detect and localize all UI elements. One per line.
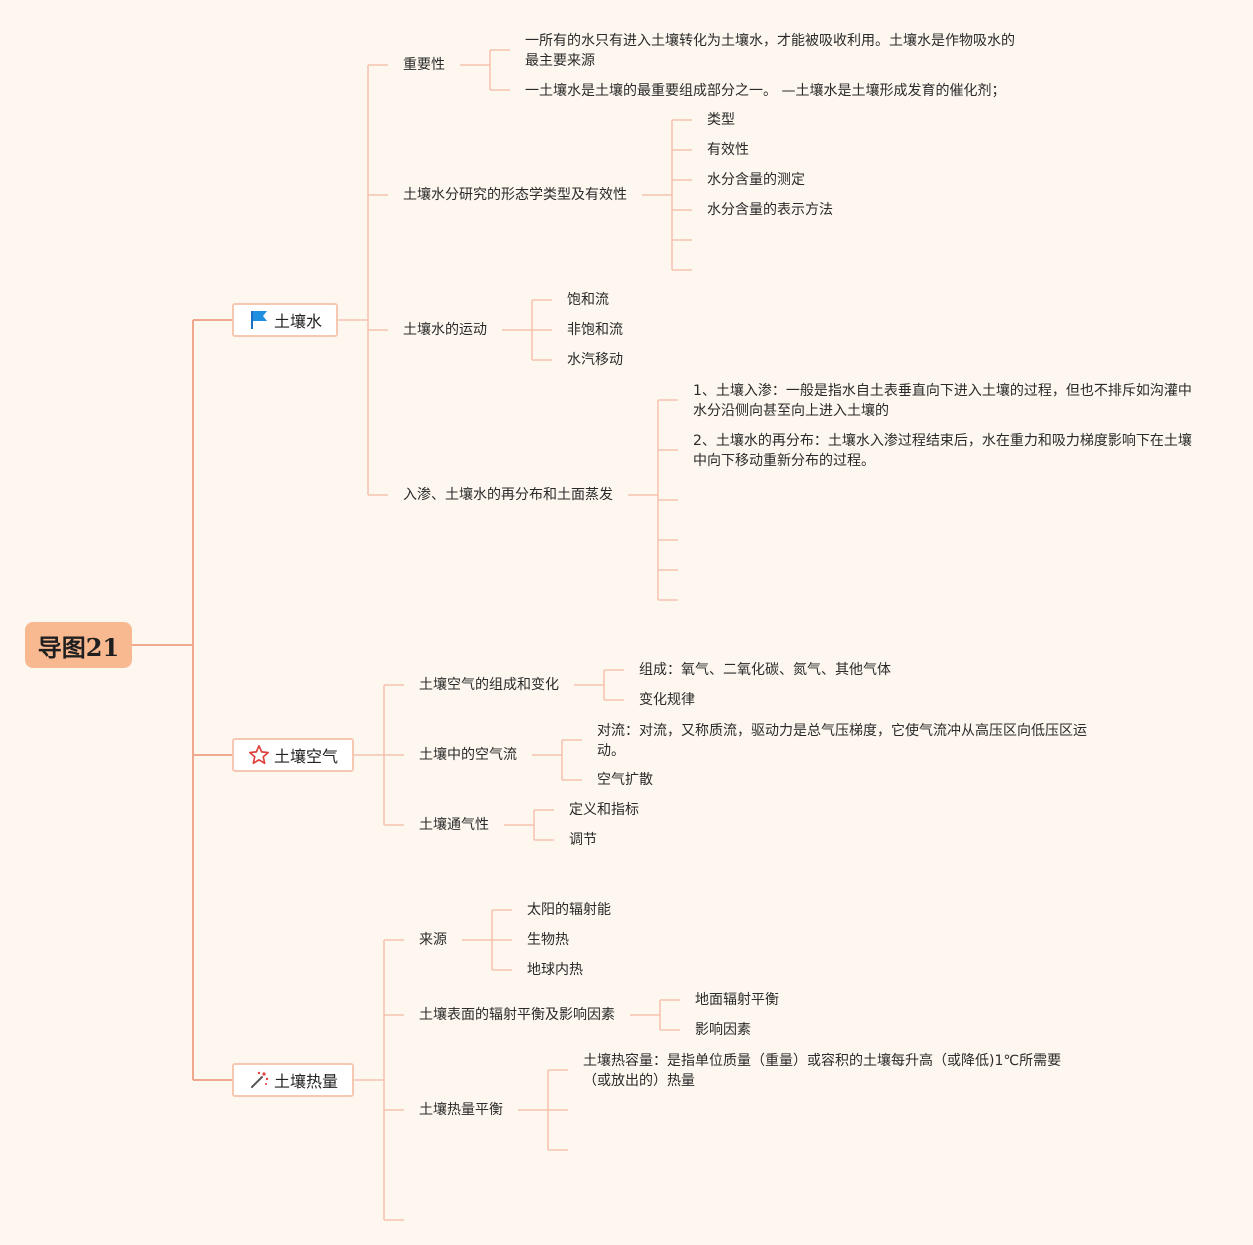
leaf-composition[interactable]: 组成：氧气、二氧化碳、氮气、其他气体 bbox=[639, 662, 891, 678]
subtopic-water-movement[interactable]: 土壤水的运动 bbox=[403, 322, 487, 338]
subtopic-heat-source[interactable]: 来源 bbox=[419, 932, 447, 948]
leaf-infiltration[interactable]: 1、土壤入渗：一般是指水自土表垂直向下进入土壤的过程，但也不排斥如沟灌中水分沿侧… bbox=[693, 383, 1192, 419]
main-node-label: 土壤热量 bbox=[273, 1072, 338, 1091]
leaf-earth-internal-heat[interactable]: 地球内热 bbox=[527, 962, 583, 978]
leaf-solar-radiation[interactable]: 太阳的辐射能 bbox=[527, 902, 611, 918]
flag-icon bbox=[248, 309, 270, 331]
subtopic-radiation-balance[interactable]: 土壤表面的辐射平衡及影响因素 bbox=[419, 1007, 615, 1023]
sparkle-wand-icon bbox=[248, 1069, 270, 1091]
subtopic-air-composition[interactable]: 土壤空气的组成和变化 bbox=[419, 677, 559, 693]
root-node[interactable]: 导图21 bbox=[25, 622, 132, 668]
leaf-air-diffusion[interactable]: 空气扩散 bbox=[597, 772, 653, 788]
main-node-soil-water[interactable]: 土壤水 bbox=[232, 303, 338, 337]
leaf-regulation[interactable]: 调节 bbox=[569, 832, 597, 848]
leaf-redistribution[interactable]: 2、土壤水的再分布：土壤水入渗过程结束后，水在重力和吸力梯度影响下在土壤中向下移… bbox=[693, 433, 1192, 469]
subtopic-aeration[interactable]: 土壤通气性 bbox=[419, 817, 489, 833]
subtopic-heat-balance[interactable]: 土壤热量平衡 bbox=[419, 1102, 503, 1118]
leaf-importance-1[interactable]: 一所有的水只有进入土壤转化为土壤水，才能被吸收利用。土壤水是作物吸水的最主要来源 bbox=[525, 33, 1015, 69]
main-node-label: 土壤空气 bbox=[273, 747, 338, 766]
star-icon bbox=[248, 744, 270, 766]
main-node-soil-heat[interactable]: 土壤热量 bbox=[232, 1063, 354, 1097]
subtopic-air-flow[interactable]: 土壤中的空气流 bbox=[419, 747, 517, 763]
leaf-moisture-measurement[interactable]: 水分含量的测定 bbox=[707, 172, 805, 188]
leaf-type[interactable]: 类型 bbox=[707, 112, 735, 128]
leaf-ground-radiation-balance[interactable]: 地面辐射平衡 bbox=[695, 992, 779, 1008]
leaf-validity[interactable]: 有效性 bbox=[707, 142, 749, 158]
leaf-unsaturated-flow[interactable]: 非饱和流 bbox=[567, 322, 623, 338]
leaf-biological-heat[interactable]: 生物热 bbox=[527, 932, 569, 948]
subtopic-infiltration[interactable]: 入渗、土壤水的再分布和土面蒸发 bbox=[403, 487, 613, 503]
leaf-saturated-flow[interactable]: 饱和流 bbox=[567, 292, 609, 308]
leaf-influencing-factors[interactable]: 影响因素 bbox=[695, 1022, 751, 1038]
leaf-change-pattern[interactable]: 变化规律 bbox=[639, 692, 695, 708]
leaf-convection[interactable]: 对流：对流，又称质流，驱动力是总气压梯度，它使气流冲从高压区向低压区运动。 bbox=[597, 723, 1087, 759]
subtopic-morphology[interactable]: 土壤水分研究的形态学类型及有效性 bbox=[403, 187, 627, 203]
leaf-vapor-movement[interactable]: 水汽移动 bbox=[567, 352, 623, 368]
subtopic-importance[interactable]: 重要性 bbox=[403, 57, 445, 73]
main-node-soil-air[interactable]: 土壤空气 bbox=[232, 738, 354, 772]
leaf-moisture-expression[interactable]: 水分含量的表示方法 bbox=[707, 202, 833, 218]
leaf-definition-index[interactable]: 定义和指标 bbox=[569, 802, 639, 818]
leaf-heat-capacity[interactable]: 土壤热容量：是指单位质量（重量）或容积的土壤每升高（或降低)1℃所需要（或放出的… bbox=[583, 1053, 1062, 1089]
leaf-importance-2[interactable]: 一土壤水是土壤的最重要组成部分之一。 —土壤水是土壤形成发育的催化剂； bbox=[525, 83, 1006, 99]
main-node-label: 土壤水 bbox=[273, 312, 322, 331]
